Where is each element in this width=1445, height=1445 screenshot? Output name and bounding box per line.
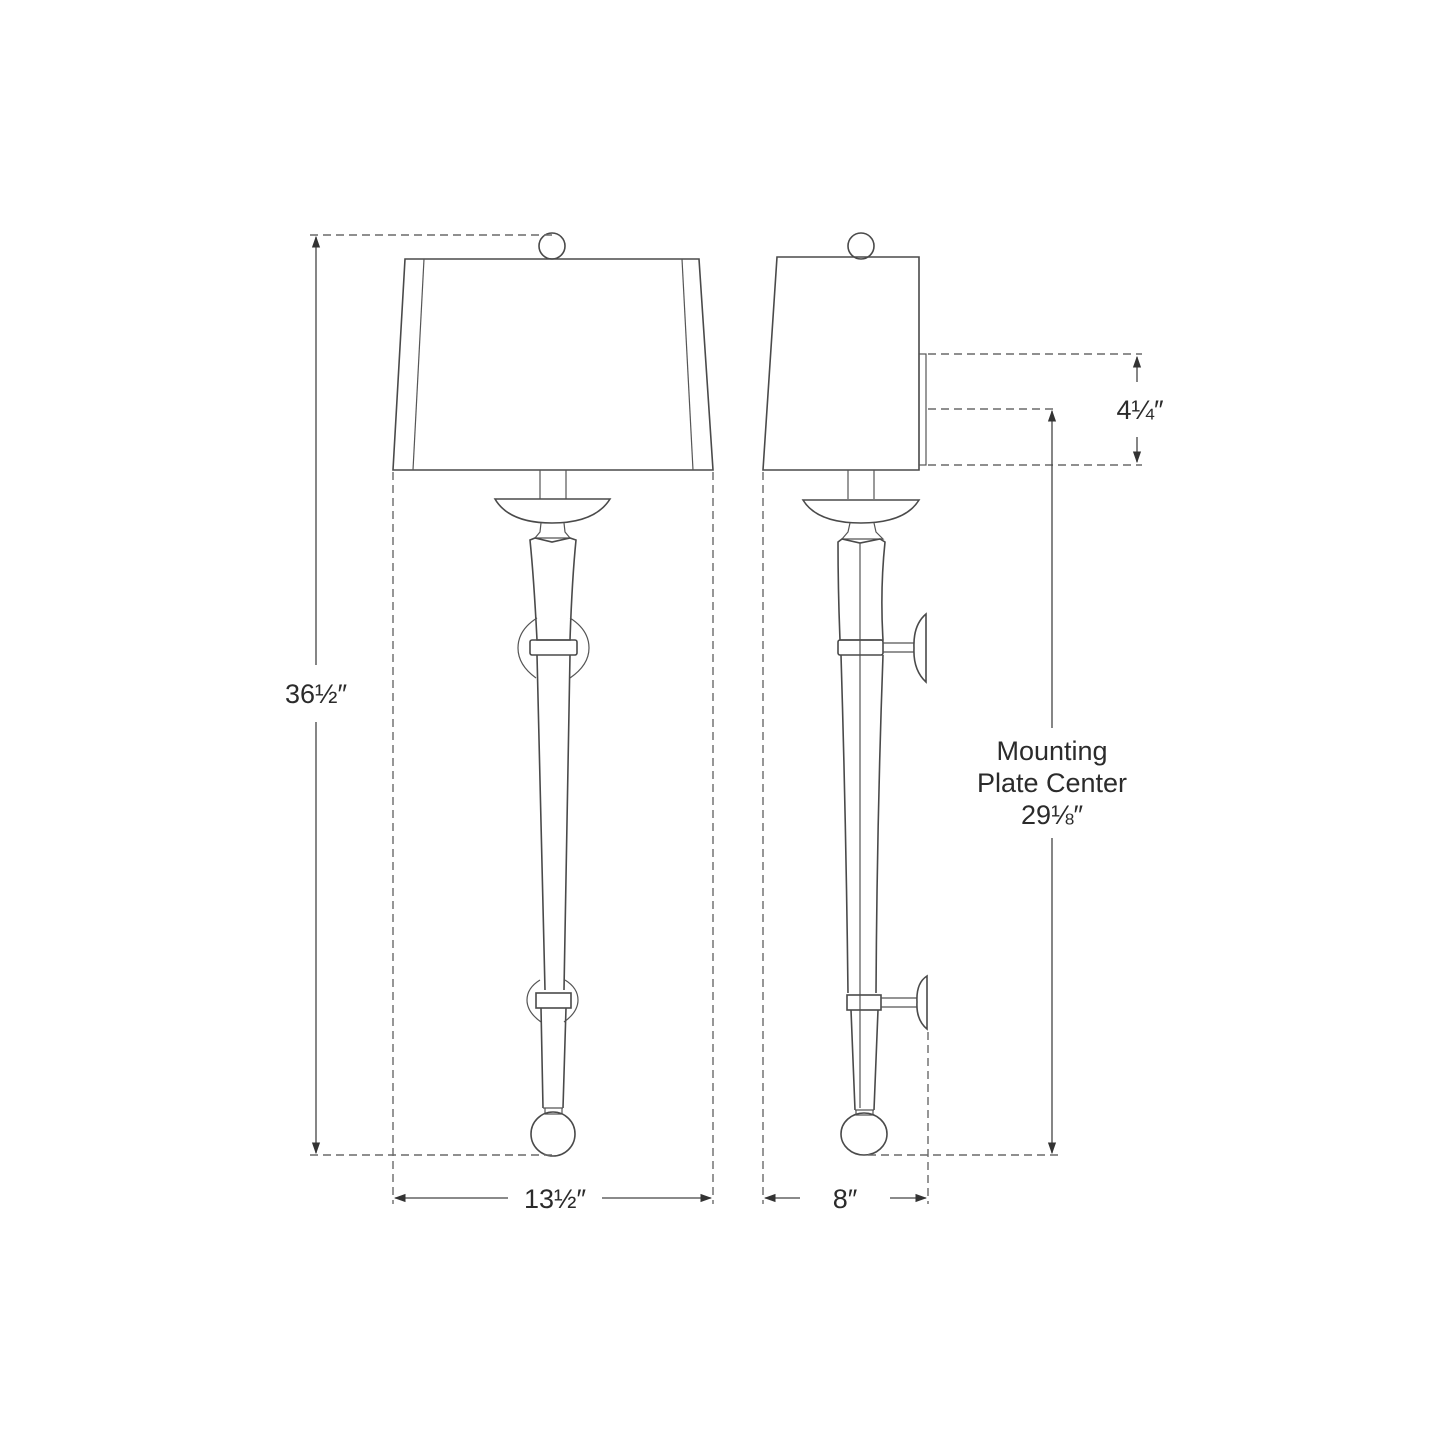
front-ball-foot	[530, 1111, 576, 1157]
side-finial	[847, 232, 875, 260]
mount-center-label-line2: Plate Center	[977, 768, 1127, 798]
side-upper-band	[837, 639, 884, 656]
side-upper-body	[837, 538, 886, 641]
dimension-lines	[310, 234, 1142, 1204]
side-cup	[801, 499, 921, 524]
mount-center-label-line1: Mounting	[996, 736, 1107, 766]
side-ball-foot	[840, 1112, 888, 1156]
side-shaft	[840, 654, 884, 994]
front-upper-mount-plate	[517, 617, 538, 679]
side-backplate	[918, 353, 927, 466]
side-view	[762, 232, 928, 1156]
side-upper-wall-plate	[913, 612, 927, 684]
front-finial	[538, 232, 566, 260]
front-upper-band	[529, 639, 578, 656]
backplate-height-label: 4¼″	[1116, 395, 1164, 425]
mount-center-value: 29⅛″	[1021, 800, 1084, 830]
front-shade-trim-right	[681, 258, 694, 471]
width-label: 13½″	[524, 1184, 587, 1214]
front-lower-band	[535, 992, 572, 1009]
front-view	[392, 232, 714, 1157]
overall-height-label: 36½″	[285, 679, 348, 709]
front-shade-trim-left	[412, 258, 425, 471]
extension-label: 8″	[833, 1184, 858, 1214]
front-cup	[493, 498, 612, 524]
front-shaft	[536, 654, 571, 991]
front-upper-body	[529, 537, 577, 641]
side-shade	[762, 256, 920, 471]
front-lower-mount-plate	[526, 979, 542, 1023]
front-shade	[392, 258, 714, 471]
side-lower-wall-plate	[916, 974, 928, 1031]
side-lower-band	[846, 994, 882, 1011]
